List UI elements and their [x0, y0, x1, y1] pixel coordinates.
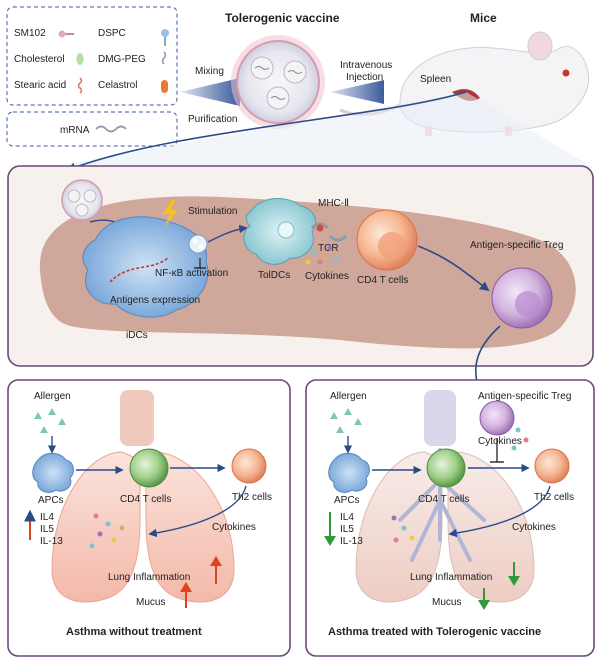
stearic-acid-icon	[77, 77, 83, 94]
mhc-tcr-icon	[310, 222, 348, 242]
nfkb-label: NF-κB	[155, 268, 184, 279]
vaccine-title: Tolerogenic vaccine	[225, 11, 340, 25]
mrna-icon	[95, 125, 127, 133]
left-cytokine-arrow	[148, 485, 247, 538]
dspc-icon	[161, 29, 169, 46]
idcs-label: iDCs	[126, 330, 148, 341]
antigens-expression-label: Antigens expression	[110, 295, 200, 306]
legend-box: SM102 DSPC Cholesterol DMG-PEG Stearic a…	[6, 6, 178, 147]
right-mucus-down-head	[478, 600, 490, 610]
legend-dmg-peg: DMG-PEG	[98, 54, 146, 65]
left-apc-cell	[32, 452, 74, 493]
lightning-icon	[162, 200, 178, 228]
cd4-t-cell	[356, 209, 418, 271]
left-il13-label: IL-13	[40, 536, 63, 547]
legend-stearic-acid: Stearic acid	[14, 80, 66, 91]
mrna-box	[6, 111, 178, 147]
legend-sm102: SM102	[14, 28, 46, 39]
toldc-cell	[243, 198, 316, 265]
right-cd4-label: CD4 T cells	[418, 494, 469, 505]
right-inflammation-down-head	[508, 576, 520, 586]
legend-mrna: mRNA	[60, 125, 90, 136]
left-lung-inflammation-label: Lung Inflammation	[108, 572, 190, 583]
right-treg-label: Antigen-specific Treg	[478, 391, 571, 402]
left-mucus-label: Mucus	[136, 597, 165, 608]
left-apcs-label: APCs	[38, 495, 64, 506]
right-cytokine-dots	[391, 515, 415, 543]
right-treg-cytokines-label: Cytokines	[478, 436, 522, 447]
activation-label: activation	[186, 268, 228, 279]
left-allergen-label: Allergen	[34, 391, 71, 402]
cd4-label: CD4 T cells	[357, 275, 408, 286]
left-cytokines-label: Cytokines	[212, 522, 256, 533]
cytokines-label: Cytokines	[305, 271, 349, 282]
right-apcs-label: APCs	[334, 495, 360, 506]
left-cd4-cell	[129, 448, 169, 488]
injection-arrow	[330, 80, 384, 104]
right-il4-label: IL4	[340, 512, 354, 523]
right-treg-cytokine-dots	[511, 427, 529, 451]
right-lung-inflammation-label: Lung Inflammation	[410, 572, 492, 583]
injection-label-2: Injection	[346, 72, 383, 83]
sm102-icon	[58, 30, 74, 38]
left-caption: Asthma without treatment	[66, 626, 202, 638]
purification-label: Purification	[188, 114, 237, 125]
right-caption: Asthma treated with Tolerogenic vaccine	[328, 626, 541, 638]
idc-to-toldc-arrow	[207, 224, 248, 243]
right-il5-label: IL5	[340, 524, 354, 535]
cholesterol-icon	[76, 53, 84, 65]
stimulation-label: Stimulation	[188, 206, 237, 217]
left-cd4-label: CD4 T cells	[120, 494, 171, 505]
treg-cell	[491, 267, 553, 329]
left-mucus-up-head	[180, 582, 192, 592]
treg-label: Antigen-specific Treg	[470, 240, 563, 251]
right-il13-label: IL-13	[340, 536, 363, 547]
right-cytokine-arrow	[448, 485, 551, 538]
injection-label-1: Intravenous	[340, 60, 392, 71]
inhibit-marker	[194, 258, 206, 269]
left-il4-label: IL4	[40, 512, 54, 523]
right-allergen-icon	[330, 408, 362, 433]
callout-funnel	[46, 92, 594, 168]
left-th2-label: Th2 cells	[232, 492, 272, 503]
spleen-to-panel-arrow	[66, 91, 467, 172]
right-cytokines-label: Cytokines	[512, 522, 556, 533]
toldcs-label: TolDCs	[258, 270, 290, 281]
right-mucus-label: Mucus	[432, 597, 461, 608]
dmg-peg-icon	[161, 51, 167, 65]
left-il5-label: IL5	[40, 524, 54, 535]
right-th2-label: Th2 cells	[534, 492, 574, 503]
right-cd4-cell	[426, 448, 466, 488]
spleen-nanoparticle-icon	[61, 179, 103, 221]
right-panel	[305, 379, 595, 657]
cd4-to-treg-arrow	[417, 245, 490, 292]
nanoparticle-icon	[231, 35, 325, 129]
celastrol-icon	[161, 80, 168, 93]
right-allergen-label: Allergen	[330, 391, 367, 402]
left-th2-cell	[231, 448, 267, 484]
right-il-down-head	[324, 536, 336, 546]
mhc-label: MHC-Ⅱ	[318, 198, 349, 209]
cytokine-dots	[305, 245, 339, 265]
left-allergen-icon	[34, 408, 66, 433]
right-treg-cell	[479, 400, 515, 436]
mixing-arrow	[180, 78, 240, 106]
right-apc-cell	[328, 452, 370, 493]
left-cytokine-dots	[89, 513, 125, 549]
right-treg-inhibit-marker	[490, 438, 504, 463]
left-inflammation-up-head	[210, 556, 222, 566]
mixing-label: Mixing	[195, 66, 224, 77]
legend-dspc: DSPC	[98, 28, 126, 39]
mice-title: Mice	[470, 11, 497, 25]
left-panel	[7, 379, 291, 657]
spleen-label: Spleen	[420, 74, 451, 85]
legend-cholesterol: Cholesterol	[14, 54, 65, 65]
legend-celastrol: Celastrol	[98, 80, 137, 91]
idc-cell	[82, 216, 209, 318]
right-th2-cell	[534, 448, 570, 484]
